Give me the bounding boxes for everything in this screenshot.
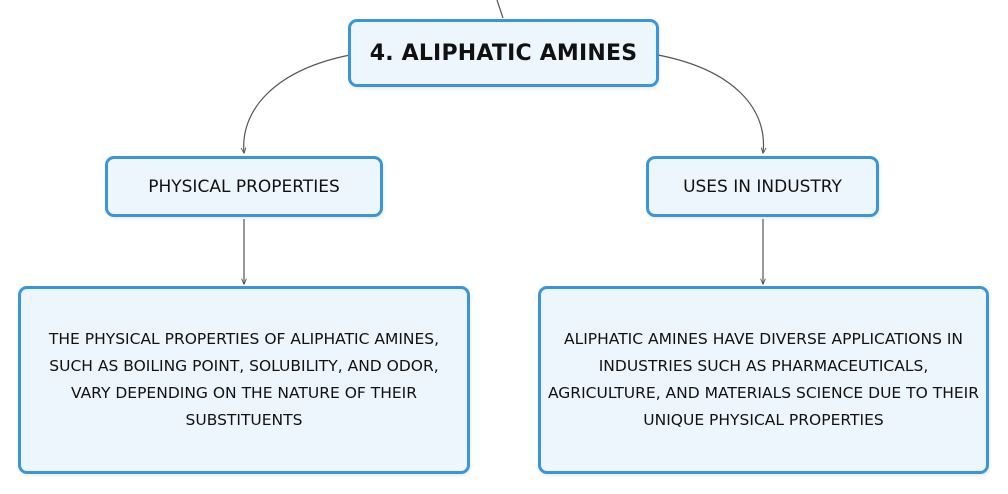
incoming-parent-connector	[496, 0, 504, 19]
detail-node-physical-properties[interactable]: THE PHYSICAL PROPERTIES OF ALIPHATIC AMI…	[18, 286, 470, 474]
branch-node-label: PHYSICAL PROPERTIES	[148, 176, 340, 197]
root-node-label: 4. ALIPHATIC AMINES	[369, 40, 638, 66]
connector-root-to-uses	[657, 54, 763, 153]
branch-node-label: USES IN INDUSTRY	[683, 176, 842, 197]
root-node[interactable]: 4. ALIPHATIC AMINES	[348, 19, 659, 87]
detail-node-text: ALIPHATIC AMINES HAVE DIVERSE APPLICATIO…	[547, 330, 980, 429]
detail-node-uses-in-industry[interactable]: ALIPHATIC AMINES HAVE DIVERSE APPLICATIO…	[538, 286, 989, 474]
connector-root-to-physical	[244, 54, 351, 153]
detail-node-text: THE PHYSICAL PROPERTIES OF ALIPHATIC AMI…	[48, 330, 440, 429]
branch-node-uses-in-industry[interactable]: USES IN INDUSTRY	[646, 156, 879, 217]
branch-node-physical-properties[interactable]: PHYSICAL PROPERTIES	[105, 156, 383, 217]
